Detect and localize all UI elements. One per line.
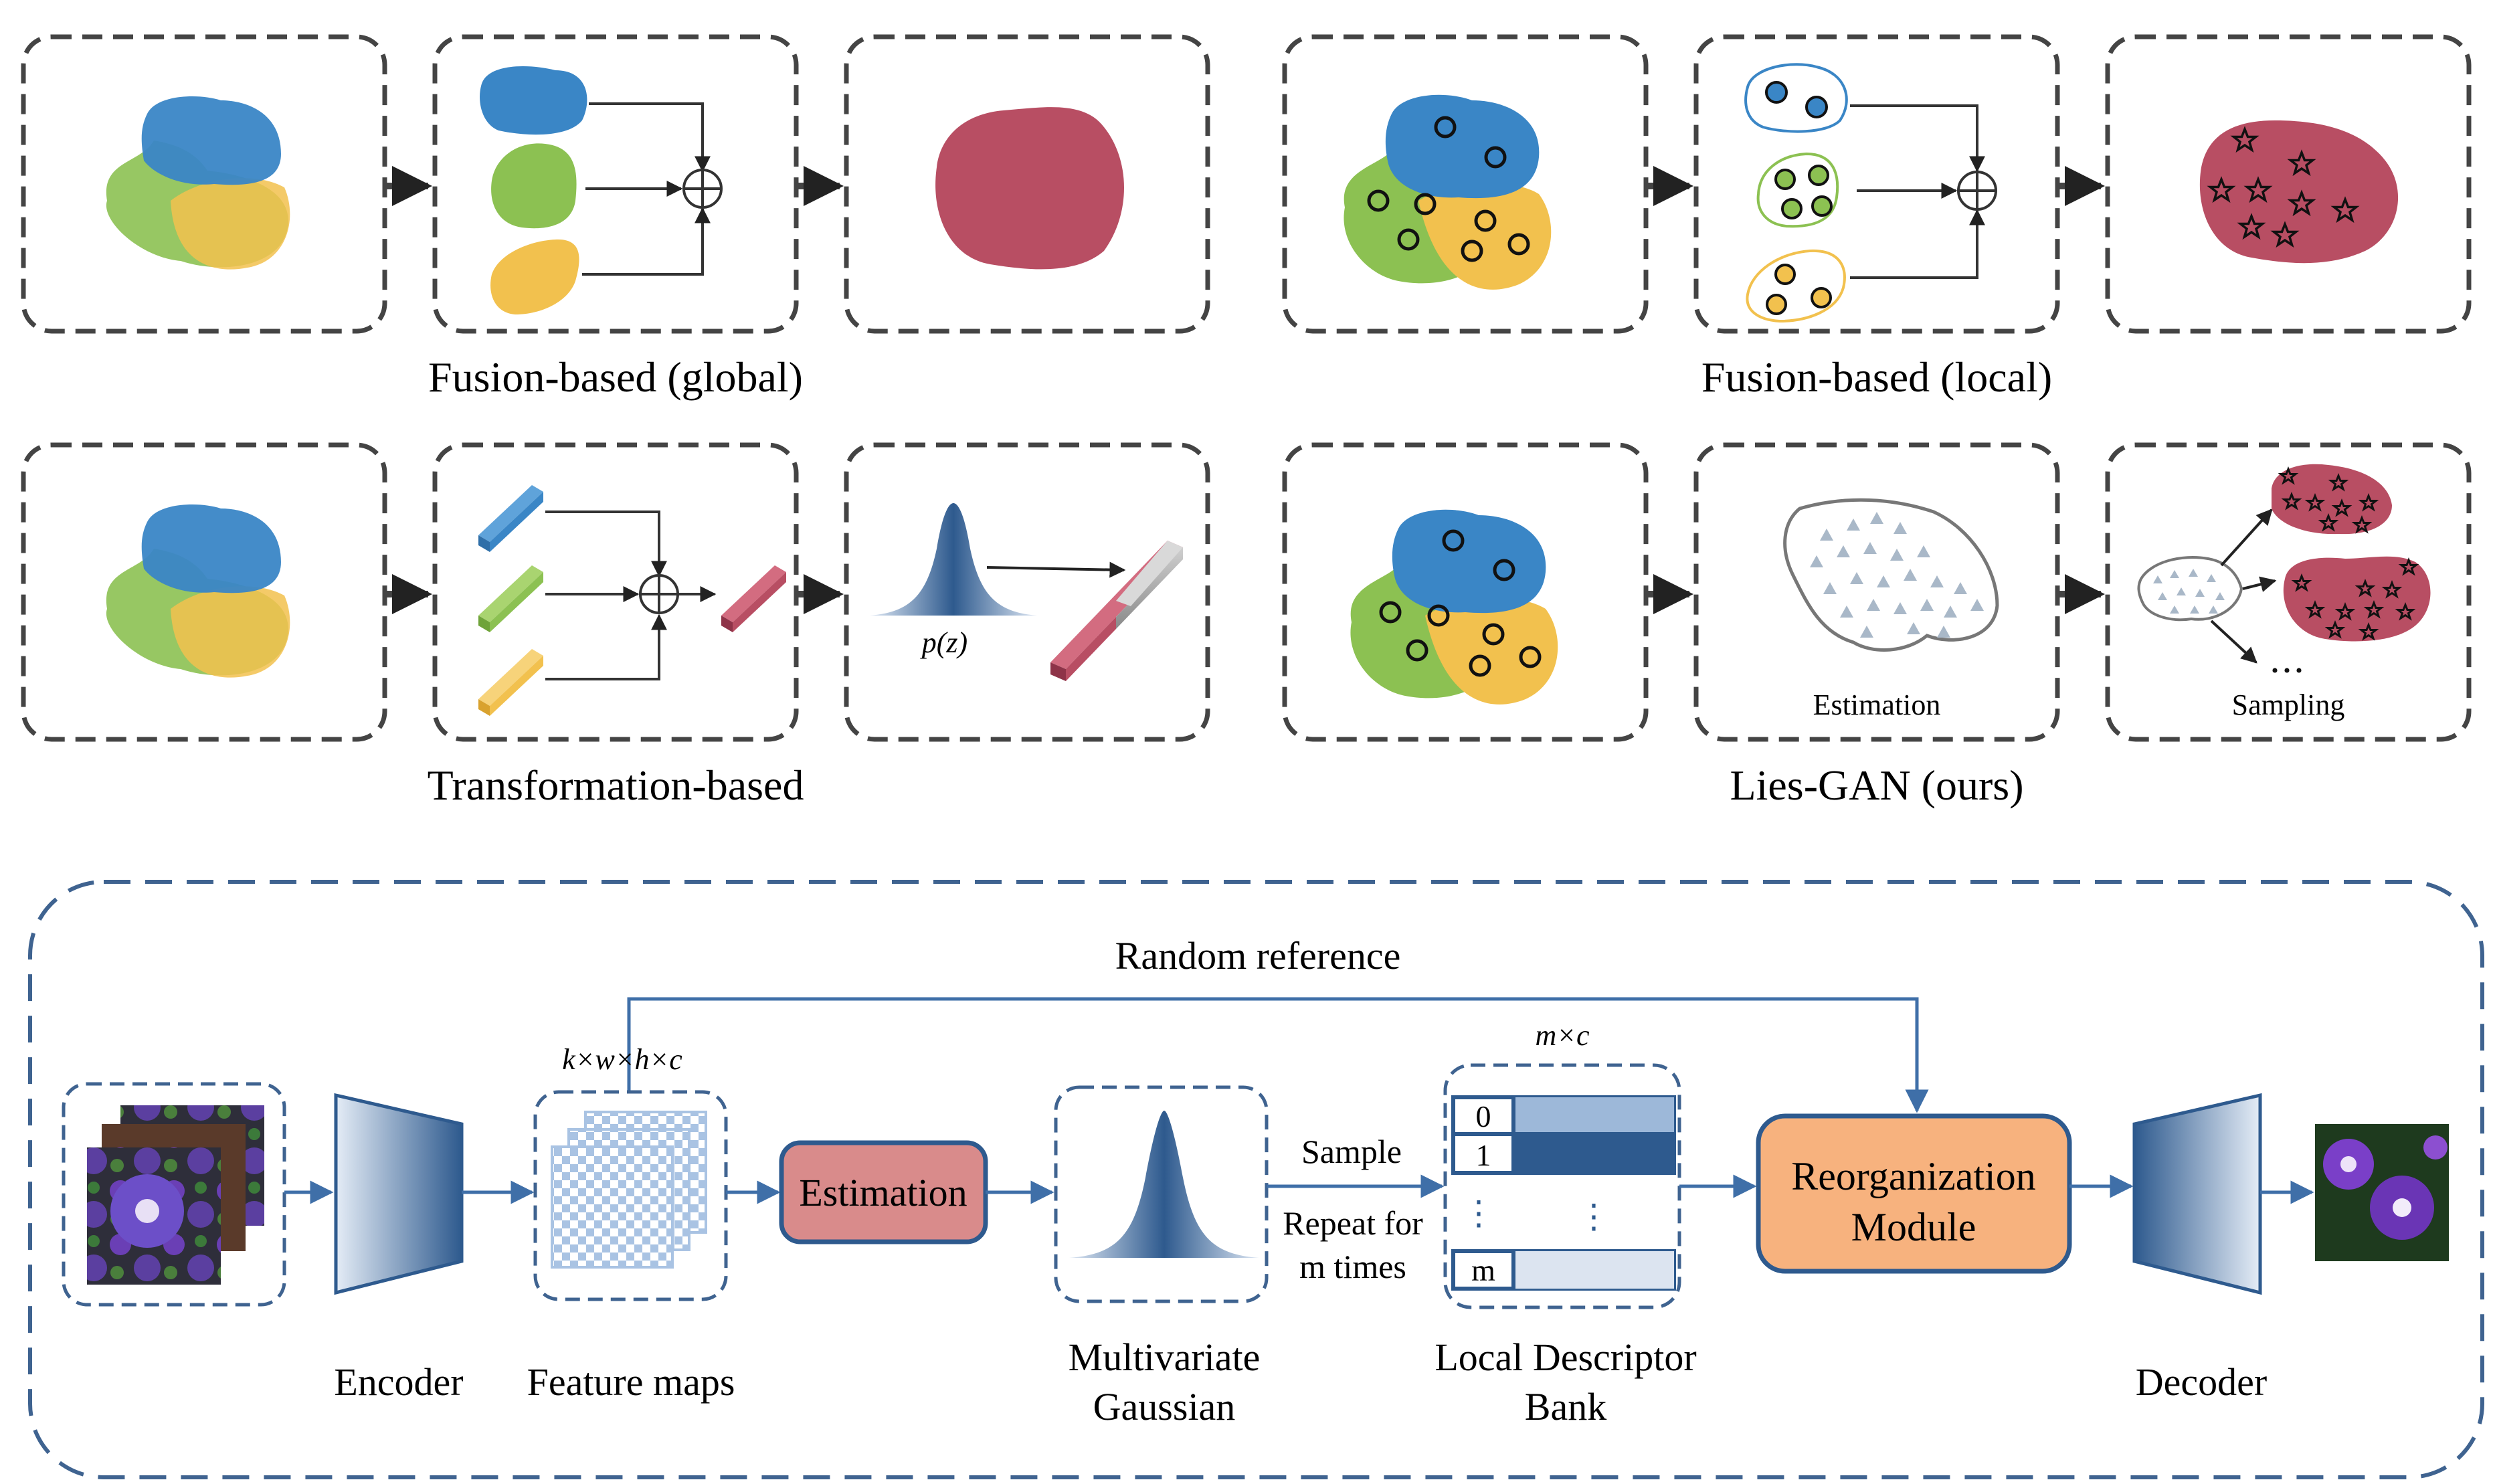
local-descriptor-bank [1443, 1063, 1681, 1309]
ldb-label-1: Local Descriptor [1435, 1335, 1696, 1379]
caption-ours: Lies-GAN (ours) [1730, 761, 2024, 809]
random-reference-line [627, 997, 1929, 1113]
bank-vdots-right: ⋮ [1577, 1198, 1610, 1235]
bank-index-0: 0 [1476, 1099, 1491, 1133]
pz-label: p(z) [920, 626, 967, 659]
ellipsis-label: • • • [2272, 660, 2303, 682]
panel-ours-estimation: Estimation [1693, 442, 2060, 742]
reorganization-module [1756, 1113, 2072, 1274]
repeat-label-2: m times [1299, 1248, 1406, 1285]
decoder-shape [2132, 1093, 2262, 1295]
encoder-shape [334, 1093, 464, 1295]
caption-local: Fusion-based (local) [1701, 353, 2052, 401]
reorg-label-2: Module [1851, 1205, 1976, 1249]
panel-local-fusion [1693, 34, 2060, 334]
mvg-label-1: Multivariate [1069, 1335, 1261, 1379]
caption-transformation: Transformation-based [428, 761, 804, 809]
feature-maps-label: Feature maps [527, 1360, 735, 1404]
panel-global-output [844, 34, 1210, 334]
caption-global: Fusion-based (global) [428, 353, 803, 401]
panel-ours-sampling: • • • Sampling [2105, 442, 2472, 742]
input-images [62, 1082, 286, 1307]
random-reference-label: Random reference [1115, 934, 1401, 978]
bank-vdots-left: ⋮ [1462, 1194, 1495, 1232]
panel-trans-fusion [432, 442, 799, 742]
panel-local-input [1282, 34, 1649, 334]
kwhc-label: k×w×h×c [562, 1043, 682, 1076]
reorg-label-1: Reorganization [1791, 1154, 2035, 1198]
panel-trans-input [21, 442, 387, 742]
mc-label: m×c [1536, 1019, 1590, 1052]
panel-global-input [21, 34, 387, 334]
ldb-label-2: Bank [1525, 1385, 1606, 1428]
panel-trans-output: p(z) [844, 442, 1210, 742]
panel-ours-input [1282, 442, 1649, 742]
multivariate-gaussian [1054, 1085, 1269, 1303]
repeat-label-1: Repeat for [1283, 1204, 1423, 1242]
sampling-label: Sampling [2232, 688, 2345, 721]
estimation-box-label: Estimation [799, 1171, 967, 1214]
encoder-label: Encoder [334, 1360, 463, 1404]
estimation-label: Estimation [1813, 688, 1941, 721]
feature-maps [533, 1090, 728, 1301]
panel-global-fusion [432, 34, 799, 334]
sample-label: Sample [1301, 1133, 1402, 1170]
decoder-label: Decoder [2136, 1360, 2267, 1404]
panel-local-output [2105, 34, 2472, 334]
bank-index-1: 1 [1476, 1138, 1491, 1172]
output-image [2315, 1124, 2449, 1261]
mvg-label-2: Gaussian [1093, 1385, 1236, 1428]
bank-index-m: m [1471, 1253, 1495, 1287]
